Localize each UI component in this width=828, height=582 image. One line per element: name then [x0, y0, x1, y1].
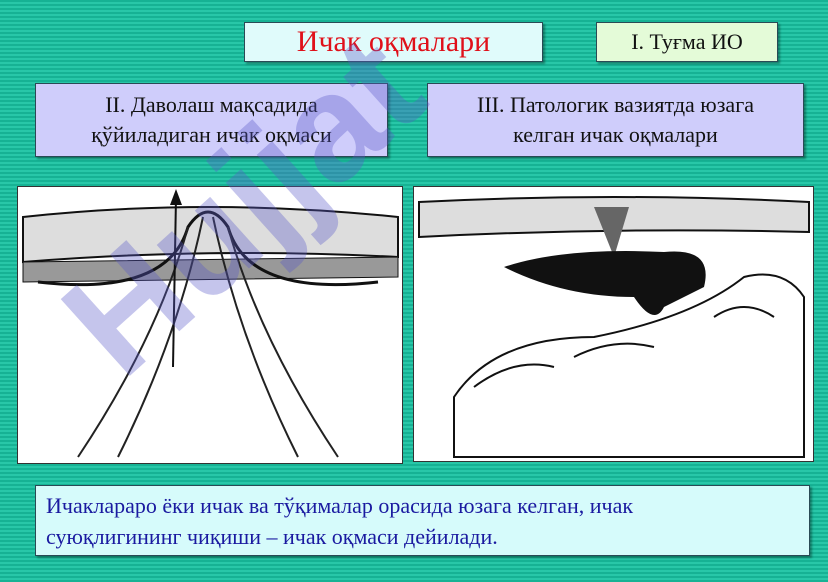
line: II. Даволаш мақсадида — [105, 92, 318, 117]
congenital-box: I. Туғма ИО — [596, 22, 778, 62]
line: келган ичак оқмалари — [513, 122, 718, 147]
fistula-illustration-right — [413, 186, 814, 462]
line: суюқлигининг чиқиши – ичак оқмаси дейила… — [46, 523, 498, 549]
pathological-fistula-box: III. Патологик вазиятда юзага келган ичак… — [427, 83, 804, 157]
line: қўйиладиган ичак оқмаси — [91, 122, 332, 147]
fistula-illustration-left — [17, 186, 403, 464]
definition-box: Ичаклараро ёки ичак ва тўқималар орасида… — [35, 485, 810, 556]
line: Ичаклараро ёки ичак ва тўқималар орасида… — [46, 492, 634, 518]
therapeutic-fistula-box: II. Даволаш мақсадида қўйиладиган ичак оқ… — [35, 83, 388, 157]
line: III. Патологик вазиятда юзага — [477, 92, 754, 117]
slide-title: Ичак оқмалари — [244, 22, 543, 62]
